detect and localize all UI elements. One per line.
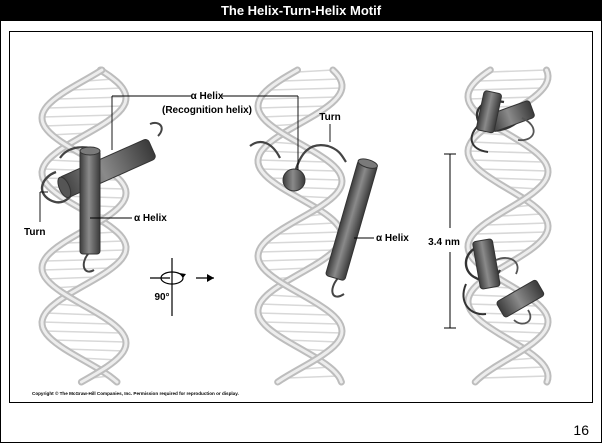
- label-recognition-helix: (Recognition helix): [162, 105, 252, 116]
- base-pair: [282, 79, 340, 81]
- base-pair: [258, 313, 330, 315]
- slide-title: The Helix-Turn-Helix Motif: [1, 1, 601, 21]
- base-pair: [258, 160, 327, 162]
- base-pair: [486, 223, 548, 225]
- base-pair: [42, 268, 112, 270]
- base-pair: [292, 223, 336, 225]
- base-pair: [46, 313, 97, 315]
- base-pair: [482, 376, 548, 378]
- base-pair: [475, 232, 547, 234]
- base-pair: [495, 367, 545, 369]
- label-turn-left: Turn: [24, 227, 45, 238]
- base-pair: [260, 304, 318, 306]
- base-pair: [471, 142, 521, 144]
- helix-tail-middle: [332, 278, 344, 297]
- recognition-helix-end-on: [283, 169, 305, 191]
- base-pair: [468, 151, 534, 153]
- base-pair: [471, 88, 544, 90]
- base-pair: [490, 70, 546, 72]
- label-alpha-helix-recognition: α Helix: [191, 91, 224, 102]
- base-pair: [258, 106, 328, 108]
- rotation-symbol: 90°: [150, 258, 214, 316]
- base-pair: [478, 169, 548, 171]
- label-alpha-helix-middle: α Helix: [376, 233, 409, 244]
- base-pair: [42, 322, 111, 324]
- base-pair: [298, 70, 333, 72]
- base-pair: [482, 322, 548, 324]
- base-pair: [261, 97, 338, 99]
- base-pair: [44, 331, 120, 333]
- label-alpha-helix-left: α Helix: [134, 213, 167, 224]
- label-rotation-angle: 90°: [154, 292, 169, 303]
- slide-number: 16: [573, 422, 589, 438]
- base-pair: [272, 331, 342, 333]
- alpha-helix-cylinder-left: [80, 147, 100, 254]
- copyright-notice: Copyright © The McGraw-Hill Companies, I…: [32, 390, 239, 396]
- base-pair: [259, 250, 335, 252]
- base-pair: [258, 259, 324, 261]
- base-pair: [500, 214, 543, 216]
- base-pair: [266, 241, 341, 243]
- base-pair: [57, 97, 126, 99]
- base-pair: [52, 340, 125, 342]
- figure-frame: α Helix (Recognition helix) Turn α Helix…: [9, 31, 593, 403]
- base-pair: [42, 115, 115, 117]
- helix-end-loop-left: [150, 123, 162, 136]
- label-turn-middle: Turn: [319, 112, 340, 123]
- base-pair: [270, 88, 342, 90]
- label-distance: 3.4 nm: [428, 237, 460, 248]
- distance-bracket: 3.4 nm: [428, 154, 460, 328]
- helix-turn-helix-figure: α Helix (Recognition helix) Turn α Helix…: [10, 32, 593, 403]
- base-pair: [471, 160, 544, 162]
- base-pair: [71, 88, 122, 90]
- base-pair: [262, 322, 339, 324]
- base-pair: [287, 376, 338, 378]
- base-pair: [478, 79, 548, 81]
- base-pair: [278, 232, 342, 234]
